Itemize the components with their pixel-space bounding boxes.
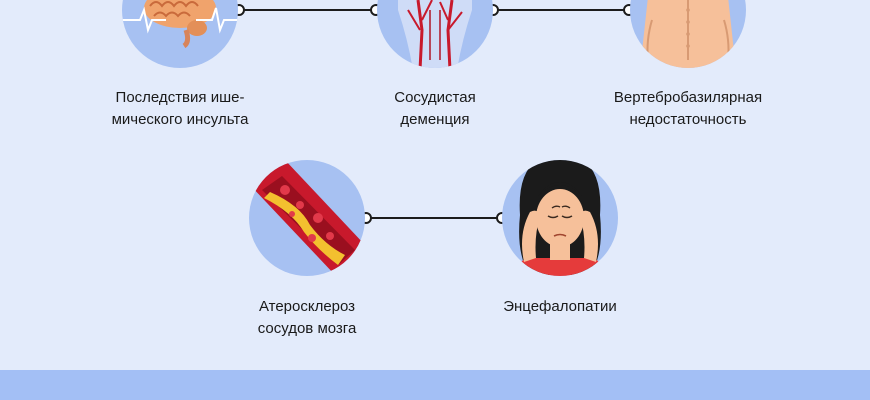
label-stroke-line2: мического инсульта bbox=[111, 111, 249, 128]
label-athero-line1: Атеросклероз bbox=[258, 298, 356, 315]
label-dementia-line1: Сосудистая bbox=[394, 89, 476, 106]
head-blood-vessels-icon bbox=[377, 0, 493, 68]
label-stroke-line1: Последствия ише- bbox=[115, 89, 245, 106]
footer-band bbox=[0, 370, 870, 400]
artery-plaque-icon bbox=[249, 160, 365, 276]
label-stroke-consequences: Последствия ише- мического инсульта bbox=[90, 87, 270, 131]
label-athero-line2: сосудов мозга bbox=[257, 320, 357, 337]
label-vertebrobasilar-insufficiency: Вертебробазилярная недостаточность bbox=[588, 87, 788, 131]
label-encephalopathy: Энцефалопатии bbox=[470, 296, 650, 318]
label-vertebro-line2: недостаточность bbox=[629, 111, 747, 128]
label-vascular-dementia: Сосудистая деменция bbox=[345, 87, 525, 131]
label-vertebro-line1: Вертебробазилярная bbox=[613, 89, 763, 106]
brain-ecg-icon bbox=[122, 0, 238, 68]
label-encephalo-line1: Энцефалопатии bbox=[503, 298, 617, 315]
back-spine-icon bbox=[630, 0, 746, 68]
connector-athero-encephalo bbox=[360, 212, 508, 224]
label-cerebral-atherosclerosis: Атеросклероз сосудов мозга bbox=[217, 296, 397, 340]
label-dementia-line2: деменция bbox=[400, 111, 470, 128]
connector-dementia-vertebro bbox=[487, 4, 635, 16]
woman-headache-icon bbox=[502, 160, 618, 276]
connector-stroke-dementia bbox=[233, 4, 382, 16]
